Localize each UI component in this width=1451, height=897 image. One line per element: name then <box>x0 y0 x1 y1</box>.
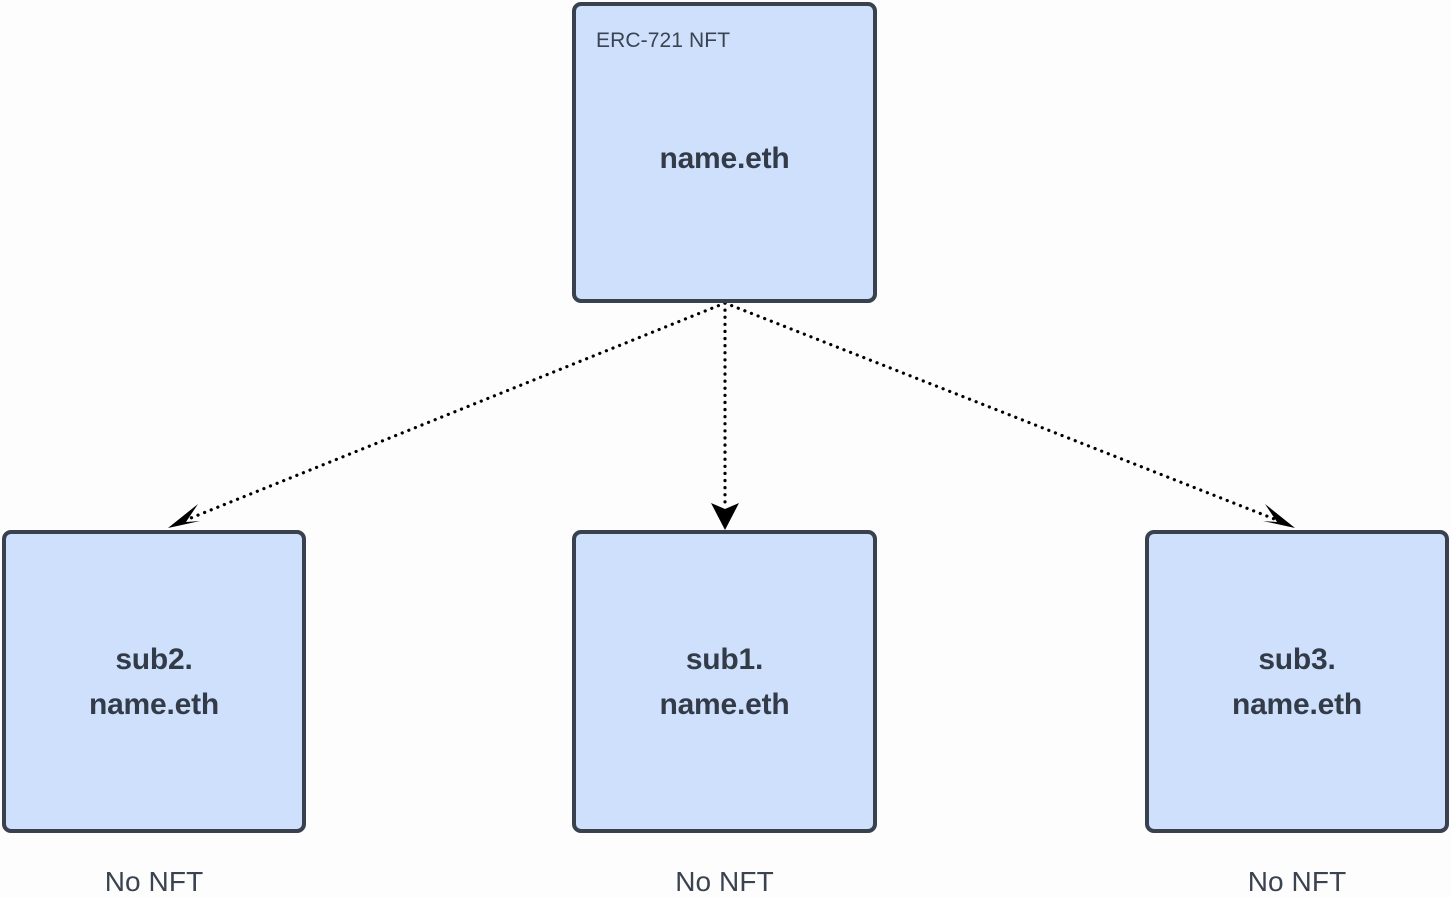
node-sub2-title: sub2. name.eth <box>88 642 220 721</box>
arrowhead-sub2 <box>168 504 200 528</box>
node-sub2-name-eth[interactable]: sub2. name.eth <box>2 530 306 833</box>
edge-root-to-sub1 <box>711 301 739 530</box>
edge-line-root-sub2 <box>174 301 727 526</box>
node-root-name-eth[interactable]: ERC-721 NFT name.eth <box>572 2 877 303</box>
node-sub3-title: sub3. name.eth <box>1231 642 1363 721</box>
caption-sub2-no-nft: No NFT <box>104 866 204 897</box>
arrowhead-sub3 <box>1263 504 1295 528</box>
node-root-title: name.eth <box>659 142 790 175</box>
edge-root-to-sub2 <box>168 301 727 528</box>
node-sub1-title: sub1. name.eth <box>659 642 790 721</box>
caption-sub3-no-nft: No NFT <box>1247 866 1347 897</box>
caption-sub1-no-nft: No NFT <box>675 866 774 897</box>
node-root-tag: ERC-721 NFT <box>596 29 731 52</box>
edge-line-root-sub3 <box>723 301 1289 526</box>
node-sub1-name-eth[interactable]: sub1. name.eth <box>572 530 877 833</box>
node-sub3-name-eth[interactable]: sub3. name.eth <box>1145 530 1449 833</box>
edge-root-to-sub3 <box>723 301 1295 528</box>
arrowhead-sub1 <box>711 503 739 530</box>
